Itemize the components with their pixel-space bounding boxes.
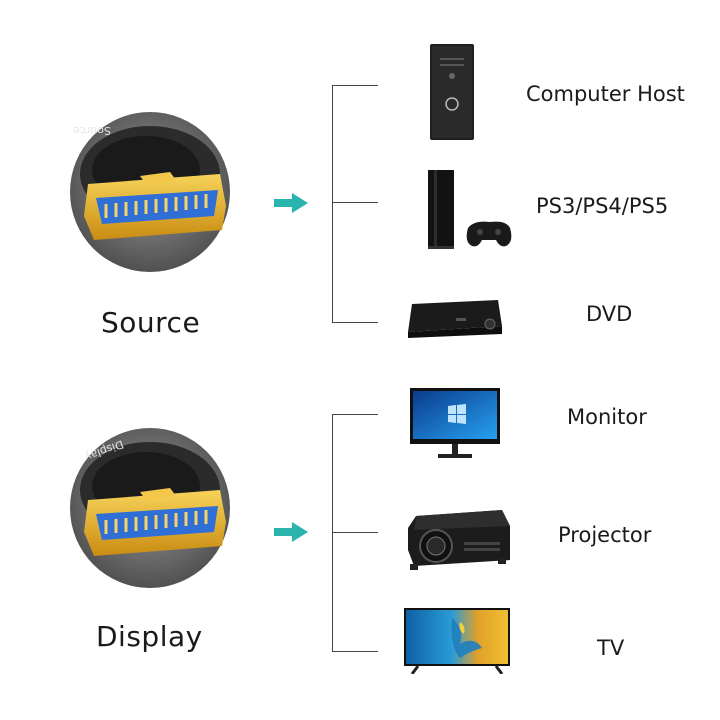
device-label-dvd: DVD	[586, 302, 633, 326]
hdmi-display-plug-icon	[70, 428, 230, 588]
source-bracket-branch	[332, 322, 378, 323]
source-bracket-vertical	[332, 85, 333, 323]
source-bracket-branch	[332, 85, 378, 86]
display-bracket-branch	[332, 532, 378, 533]
device-label-tv: TV	[597, 636, 625, 660]
device-label-computer-host: Computer Host	[526, 82, 685, 106]
device-label-monitor: Monitor	[567, 405, 647, 429]
display-bracket-branch	[332, 651, 378, 652]
tv-icon	[404, 608, 510, 674]
arrow-right-icon	[274, 193, 308, 213]
computer-tower-icon	[430, 44, 474, 140]
arrow-right-icon	[274, 522, 308, 542]
dvd-player-icon	[408, 300, 502, 338]
source-plug-engraving: Source	[73, 124, 111, 137]
hdmi-source-plug-icon	[70, 112, 230, 272]
device-label-projector: Projector	[558, 523, 652, 547]
device-label-game-console: PS3/PS4/PS5	[536, 194, 669, 218]
projector-icon	[408, 510, 510, 570]
source-label: Source	[101, 306, 201, 339]
display-label: Display	[96, 620, 203, 653]
display-bracket-branch	[332, 414, 378, 415]
display-bracket-vertical	[332, 414, 333, 652]
monitor-icon	[410, 388, 500, 458]
source-bracket-branch	[332, 202, 378, 203]
game-console-icon	[428, 170, 512, 249]
